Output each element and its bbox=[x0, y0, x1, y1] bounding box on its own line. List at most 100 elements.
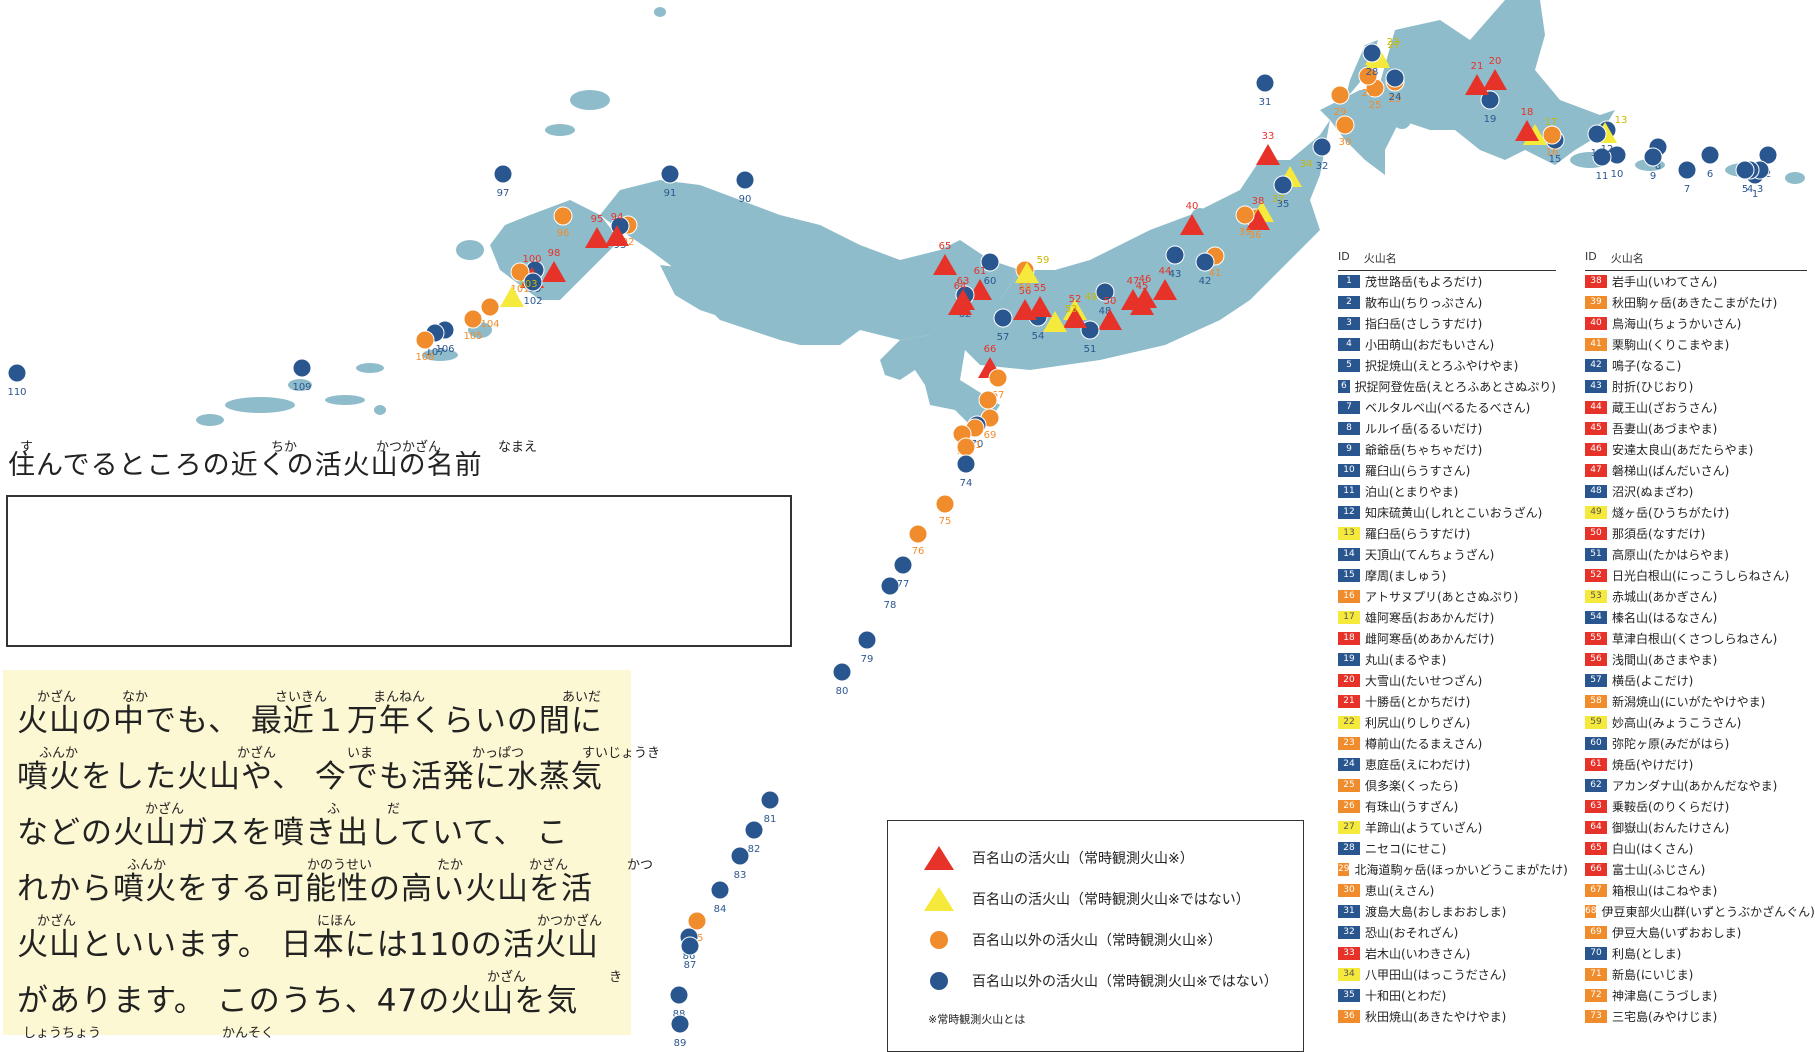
ruby-text: たか bbox=[437, 858, 464, 873]
blue-circle-marker bbox=[880, 576, 900, 596]
blue-circle-marker bbox=[956, 454, 976, 474]
red-triangle-marker bbox=[1483, 69, 1507, 90]
volcano-name: 指臼岳(さしうすだけ) bbox=[1365, 317, 1483, 331]
ruby-text: かざん bbox=[237, 746, 277, 761]
volcano-id-badge: 8 bbox=[1338, 422, 1360, 435]
volcano-id-badge: 45 bbox=[1585, 422, 1607, 435]
volcano-name: 羅臼岳(らうすだけ) bbox=[1365, 527, 1471, 541]
marker-id-label: 34 bbox=[1300, 159, 1313, 170]
marker-id-label: 32 bbox=[1316, 161, 1329, 172]
explanation-ruby: ふんかかざんいまかっぱつすいじょうき bbox=[17, 740, 660, 761]
explanation-line: かざんきがあります。 このうち、47の火山を気 bbox=[17, 964, 622, 1020]
marker-id-label: 81 bbox=[764, 814, 777, 825]
yellow-triangle-marker bbox=[1043, 311, 1067, 332]
ruby-katsukazan: かつかざん bbox=[376, 440, 442, 455]
blue-circle-marker bbox=[1735, 160, 1755, 180]
volcano-name: ベルタルベ山(べるたるべさん) bbox=[1365, 401, 1531, 415]
volcano-name: 新島(にいじま) bbox=[1612, 968, 1694, 982]
blue-circle-marker bbox=[292, 358, 312, 378]
marker-id-label: 19 bbox=[1484, 114, 1497, 125]
marker-id-label: 49 bbox=[1085, 292, 1098, 303]
marker-id-label: 56 bbox=[1019, 286, 1032, 297]
explanation-line: しょうちょうかんそく bbox=[17, 1020, 619, 1041]
volcano-name: 箱根山(はこねやま) bbox=[1612, 884, 1718, 898]
explanation-panel: かざんなかさいきんまんねんあいだ火山の中でも、 最近１万年くらいの間にふんかかざ… bbox=[3, 670, 660, 1041]
marker-id-label: 39 bbox=[1239, 227, 1252, 238]
title-area: す ちか かつかざん なまえ 住んでるところの近くの活火山の名前 bbox=[8, 428, 808, 480]
blue-circle-marker bbox=[744, 820, 764, 840]
volcano-id-badge: 1 bbox=[1338, 275, 1360, 288]
volcano-name: アカンダナ山(あかんだなやま) bbox=[1612, 779, 1778, 793]
orange-circle-marker bbox=[956, 437, 976, 457]
marker-id-label: 91 bbox=[664, 188, 677, 199]
marker-id-label: 33 bbox=[1262, 131, 1275, 142]
blue-circle-marker bbox=[980, 252, 1000, 272]
volcano-markers: 1234567891011121314151617181920212223242… bbox=[7, 37, 1778, 1049]
red-triangle-marker bbox=[585, 227, 609, 248]
legend-label: 百名山の活火山（常時観測火山※） bbox=[972, 851, 1194, 867]
orange-circle-marker bbox=[988, 368, 1008, 388]
volcano-name: 富士山(ふじさん) bbox=[1612, 863, 1706, 877]
blue-circle-marker bbox=[993, 308, 1013, 328]
marker-id-label: 11 bbox=[1596, 171, 1609, 182]
marker-id-label: 65 bbox=[939, 241, 952, 252]
volcano-name: 恐山(おそれざん) bbox=[1365, 926, 1459, 940]
ruby-text: かざん bbox=[37, 914, 77, 929]
marker-id-label: 103 bbox=[518, 279, 537, 290]
volcano-id-badge: 38 bbox=[1585, 275, 1607, 288]
legend-label: 百名山の活火山（常時観測火山※ではない） bbox=[972, 892, 1250, 908]
volcano-id-badge: 44 bbox=[1585, 401, 1607, 414]
volcano-id-badge: 50 bbox=[1585, 527, 1607, 540]
volcano-id-badge: 49 bbox=[1585, 506, 1607, 519]
volcano-id-badge: 27 bbox=[1338, 821, 1360, 834]
marker-id-label: 107 bbox=[425, 347, 444, 358]
volcano-name: 焼岳(やけだけ) bbox=[1612, 758, 1694, 772]
volcano-name: 白山(はくさん) bbox=[1612, 842, 1694, 856]
volcano-id-badge: 48 bbox=[1585, 485, 1607, 498]
marker-id-label: 67 bbox=[992, 390, 1005, 401]
marker-id-label: 18 bbox=[1521, 107, 1534, 118]
explanation-ruby: かざんふだ bbox=[17, 796, 619, 817]
volcano-name: 散布山(ちりっぷさん) bbox=[1365, 296, 1483, 310]
ruby-text: しょうちょう bbox=[23, 1026, 102, 1041]
red-triangle-marker bbox=[1153, 279, 1177, 300]
marker-id-label: 44 bbox=[1159, 266, 1172, 277]
orange-circle-marker bbox=[1335, 115, 1355, 135]
volcano-id-badge: 68 bbox=[1585, 905, 1597, 918]
volcano-id-badge: 36 bbox=[1338, 1010, 1360, 1023]
volcano-name: 栗駒山(くりこまやま) bbox=[1612, 338, 1730, 352]
marker-id-label: 27 bbox=[1388, 40, 1401, 51]
volcano-name: 横岳(よこだけ) bbox=[1612, 674, 1694, 688]
ruby-text: にほん bbox=[317, 914, 357, 929]
blue-circle-icon bbox=[922, 966, 956, 996]
volcano-id-badge: 22 bbox=[1338, 716, 1360, 729]
red-triangle-marker bbox=[1180, 214, 1204, 235]
ruby-text: なか bbox=[122, 690, 149, 705]
volcano-name: 日光白根山(にっこうしらねさん) bbox=[1612, 569, 1790, 583]
blue-circle-marker bbox=[857, 630, 877, 650]
orange-circle-marker bbox=[415, 330, 435, 350]
ruby-text: かのうせい bbox=[307, 858, 373, 873]
volcano-id-badge: 16 bbox=[1338, 590, 1360, 603]
answer-input-box[interactable] bbox=[6, 495, 792, 647]
marker-id-label: 69 bbox=[984, 430, 997, 441]
explanation-ruby: かざんにほんかつかざん bbox=[17, 908, 619, 929]
